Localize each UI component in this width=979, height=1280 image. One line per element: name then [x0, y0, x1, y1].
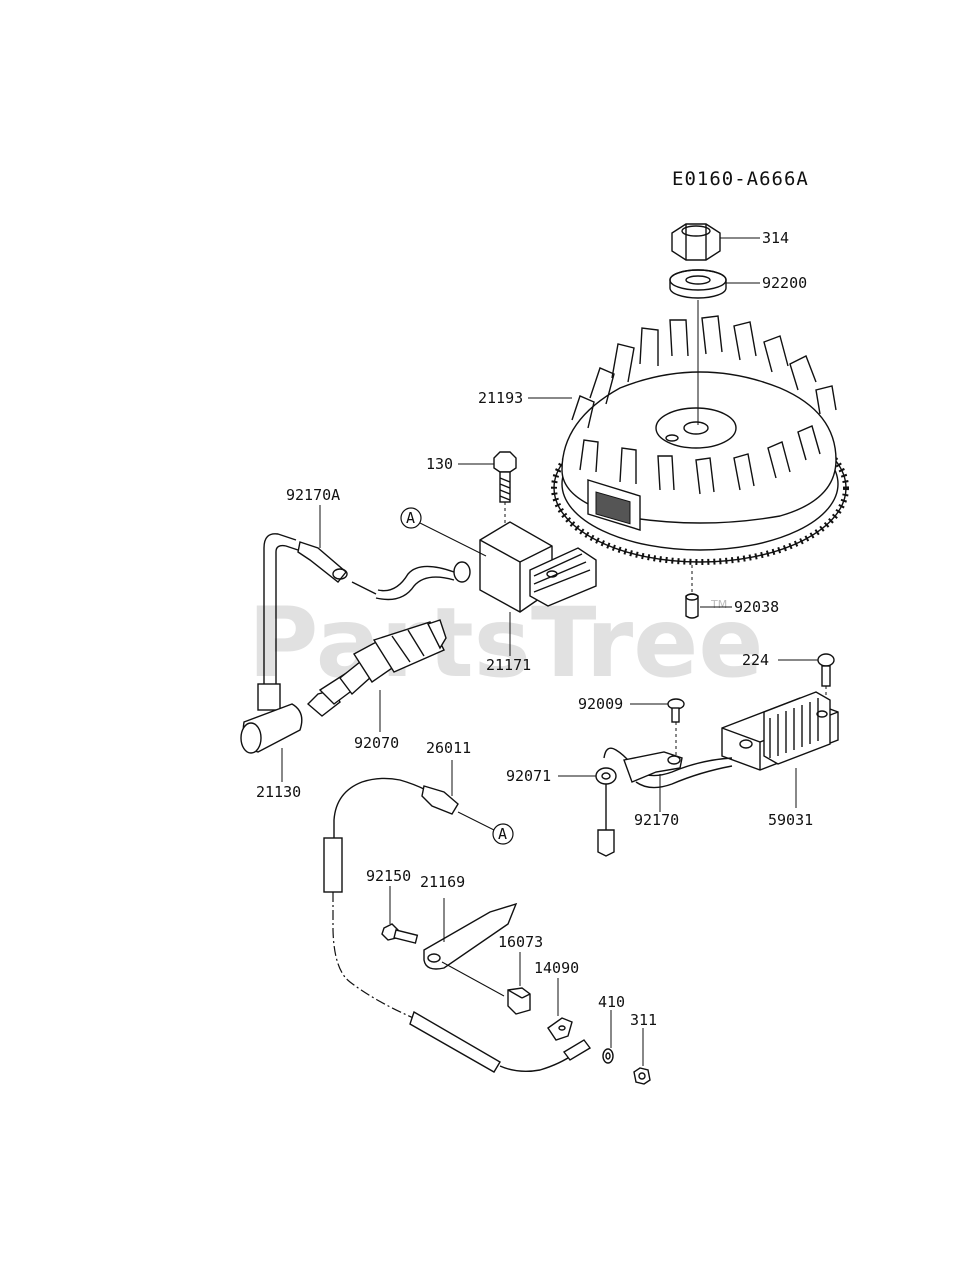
part-92070-spark-plug[interactable] — [306, 619, 447, 717]
part-21130-plug-cap[interactable] — [240, 683, 303, 754]
part-21171-ignition-coil[interactable] — [453, 521, 597, 613]
part-410-washer[interactable] — [602, 1048, 614, 1064]
label-130[interactable]: 130 — [426, 455, 453, 473]
label-21130[interactable]: 21130 — [256, 783, 301, 801]
label-21169[interactable]: 21169 — [420, 873, 465, 891]
label-92070[interactable]: 92070 — [354, 734, 399, 752]
part-130-bolt[interactable] — [493, 451, 517, 503]
svg-text:A: A — [498, 825, 507, 843]
label-410[interactable]: 410 — [598, 993, 625, 1011]
label-314[interactable]: 314 — [762, 229, 789, 247]
label-92071[interactable]: 92071 — [506, 767, 551, 785]
label-59031[interactable]: 59031 — [768, 811, 813, 829]
part-224-screw[interactable] — [817, 653, 835, 687]
part-14090-terminal[interactable] — [547, 1017, 573, 1041]
part-26011-harness[interactable] — [323, 777, 592, 1073]
label-92170A[interactable]: 92170A — [286, 486, 340, 504]
label-26011[interactable]: 26011 — [426, 739, 471, 757]
label-14090[interactable]: 14090 — [534, 959, 579, 977]
label-16073[interactable]: 16073 — [498, 933, 543, 951]
svg-text:A: A — [406, 509, 415, 527]
part-311-nut[interactable] — [633, 1067, 651, 1085]
part-92170-clamp[interactable] — [623, 751, 683, 783]
part-21169-bracket[interactable] — [423, 902, 518, 970]
label-92038[interactable]: 92038 — [734, 598, 779, 616]
part-92038-key[interactable] — [685, 593, 699, 619]
part-92071-grommet[interactable] — [595, 767, 617, 857]
part-59031-charge-coil[interactable] — [721, 691, 839, 771]
label-224[interactable]: 224 — [742, 651, 769, 669]
label-92009[interactable]: 92009 — [578, 695, 623, 713]
part-21193-flywheel[interactable] — [551, 315, 849, 565]
label-21193[interactable]: 21193 — [478, 389, 523, 407]
callout-a-bottom: A — [492, 823, 514, 845]
part-92170a-clamp[interactable] — [297, 541, 348, 583]
part-92009-screw[interactable] — [667, 698, 685, 723]
label-92150[interactable]: 92150 — [366, 867, 411, 885]
label-92200[interactable]: 92200 — [762, 274, 807, 292]
watermark-trademark: TM — [710, 598, 727, 611]
part-314-nut[interactable] — [671, 223, 721, 261]
part-92150-bolt[interactable] — [381, 923, 419, 944]
label-92170[interactable]: 92170 — [634, 811, 679, 829]
part-16073-clip[interactable] — [507, 987, 531, 1015]
label-21171[interactable]: 21171 — [486, 656, 531, 674]
part-92200-washer[interactable] — [669, 269, 727, 299]
label-311[interactable]: 311 — [630, 1011, 657, 1029]
callout-a-top: A — [400, 507, 422, 529]
diagram-code: E0160-A666A — [672, 168, 809, 190]
